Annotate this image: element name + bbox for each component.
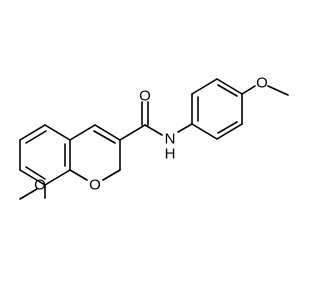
bond	[25, 166, 46, 180]
bond	[191, 78, 218, 95]
atom-labels: O N H O O O	[34, 75, 268, 194]
chromene-methoxy-oxygen-label: O	[34, 177, 46, 194]
bond	[177, 123, 193, 133]
bond	[69, 124, 96, 141]
amide-hydrogen-label: H	[165, 146, 176, 163]
bond	[119, 124, 146, 141]
bond	[267, 85, 289, 96]
bond	[191, 123, 218, 140]
bond	[69, 169, 88, 181]
phenyl-methoxy-oxygen-label: O	[256, 75, 268, 92]
pyran-oxygen-label: O	[89, 177, 101, 194]
bond	[19, 124, 46, 141]
bond	[241, 85, 256, 95]
bond-lines	[19, 78, 289, 200]
bond	[217, 121, 238, 134]
bond	[19, 188, 38, 200]
amide-nitrogen-label: N	[165, 131, 176, 148]
bond	[44, 169, 71, 186]
bond	[216, 78, 243, 95]
bond	[217, 84, 238, 97]
bond	[19, 169, 46, 186]
bond	[93, 130, 116, 144]
chemical-structure-diagram: O N H O O O	[19, 75, 289, 200]
bond	[25, 130, 47, 144]
bond	[102, 169, 121, 181]
bond	[44, 124, 71, 141]
bond	[216, 123, 243, 140]
bond	[144, 124, 163, 136]
bond	[94, 124, 121, 141]
carbonyl-oxygen-label: O	[139, 88, 151, 105]
